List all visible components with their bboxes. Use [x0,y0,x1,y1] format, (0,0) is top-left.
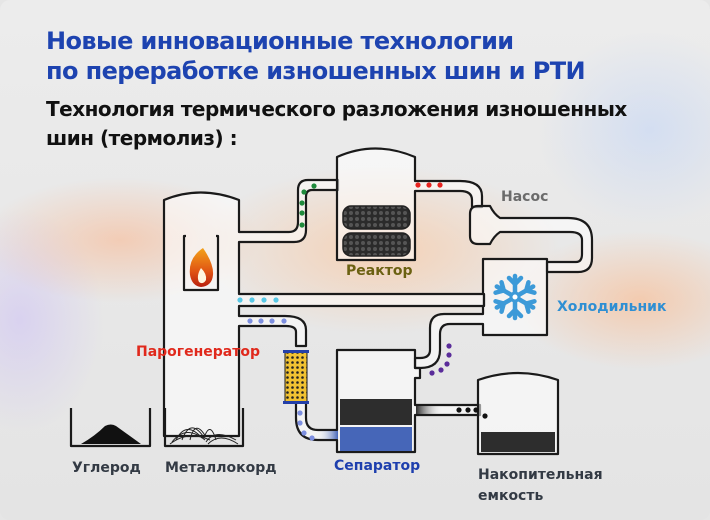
cooler-label: Холодильник [557,299,667,315]
burner-chamber [182,234,220,292]
metal-cord-bin [163,408,245,448]
water-inflow [316,431,338,439]
steam-generator [162,178,486,438]
title-line-1: Новые инновационные технологии [46,27,514,55]
reactor [335,147,484,262]
storage-label-line-2: емкость [478,488,544,504]
flow-dots-purple [429,343,452,376]
metal-cord-icon [169,427,239,445]
reactor-label: Реактор [346,263,413,279]
oil-outflow [416,406,444,414]
carbon-pile-icon [81,424,141,444]
filter-icon [283,350,309,404]
subtitle-line-2: шин (термолиз) : [46,126,238,150]
subtitle-line-1: Технология термического разложения изнош… [46,97,627,121]
flame-icon [189,248,214,287]
pump-label: Насос [501,189,549,205]
carbon-bin [69,408,152,448]
page-title: Новые инновационные технологии по перера… [46,26,586,86]
separator-label: Сепаратор [334,458,421,474]
carbon-label: Углерод [72,460,141,476]
tires-icon [342,205,411,257]
steam-generator-label: Парогенератор [136,344,261,360]
page-subtitle: Технология термического разложения изнош… [46,95,627,153]
flow-dots-green [299,183,317,228]
pump [468,204,594,274]
title-line-2: по переработке изношенных шин и РТИ [46,57,586,85]
separator-oil-layer [340,399,412,425]
storage-oil [481,432,555,452]
separator-water-layer [340,427,412,451]
storage-label-line-1: Накопительная [478,467,603,483]
snowflake-icon [494,273,536,318]
storage-tank-label: Накопительная емкость [478,465,603,507]
flow-dots-black [456,407,488,419]
flow-dots-cyan [237,297,279,303]
flow-dots-red [415,182,443,188]
metal-cord-label: Металлокорд [165,460,277,476]
flow-dots-periwinkle [247,318,315,441]
